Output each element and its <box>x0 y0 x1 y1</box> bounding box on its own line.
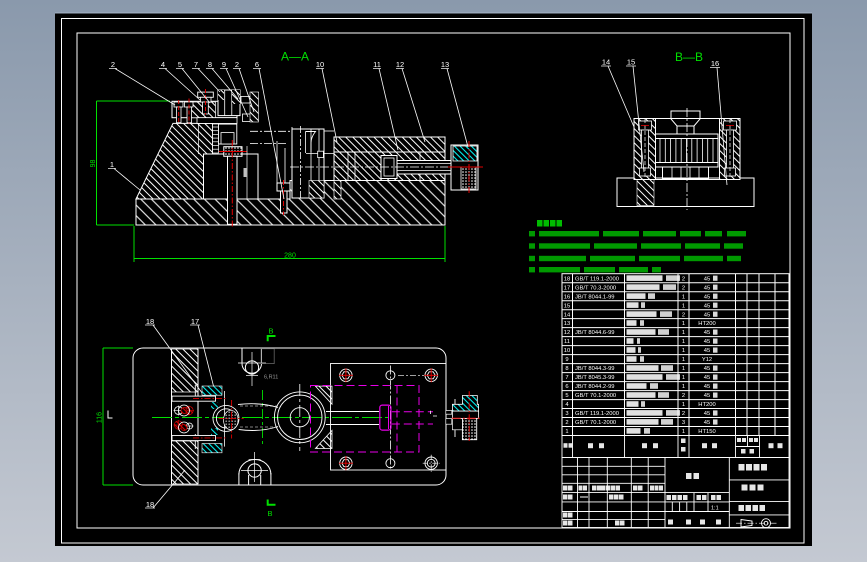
svg-text:GB/T 70.1-2000: GB/T 70.1-2000 <box>575 420 616 426</box>
svg-text:6: 6 <box>565 384 568 390</box>
svg-text:15: 15 <box>564 303 570 309</box>
svg-text:9: 9 <box>565 357 568 363</box>
svg-text:14: 14 <box>602 58 610 67</box>
svg-text:1: 1 <box>682 303 685 309</box>
svg-text:1: 1 <box>682 294 685 300</box>
svg-text:6: 6 <box>255 60 259 69</box>
svg-text:JB/T 8044.2-99: JB/T 8044.2-99 <box>575 384 615 390</box>
svg-text:1: 1 <box>110 160 114 169</box>
svg-text:17: 17 <box>191 317 199 326</box>
svg-text:45: 45 <box>704 393 710 399</box>
svg-text:18: 18 <box>146 500 154 509</box>
svg-text:2: 2 <box>111 60 115 69</box>
svg-text:GB/T 70.1-2000: GB/T 70.1-2000 <box>575 393 616 399</box>
svg-text:1:1: 1:1 <box>711 506 719 512</box>
svg-text:10: 10 <box>564 348 570 354</box>
svg-text:13: 13 <box>441 60 449 69</box>
svg-text:17: 17 <box>564 285 570 291</box>
svg-text:2: 2 <box>682 285 685 291</box>
svg-text:8: 8 <box>208 60 212 69</box>
svg-text:1: 1 <box>682 375 685 381</box>
svg-text:HT150: HT150 <box>698 429 715 435</box>
svg-text:3: 3 <box>565 411 568 417</box>
svg-text:2: 2 <box>682 393 685 399</box>
svg-text:16: 16 <box>711 59 719 68</box>
svg-text:18: 18 <box>146 317 154 326</box>
svg-text:1: 1 <box>682 348 685 354</box>
svg-text:45: 45 <box>704 303 710 309</box>
svg-text:B: B <box>268 327 273 336</box>
svg-text:45: 45 <box>704 285 710 291</box>
svg-text:GB/T 119.1-2000: GB/T 119.1-2000 <box>575 276 619 282</box>
svg-text:JB/T 8044.1-99: JB/T 8044.1-99 <box>575 294 615 300</box>
svg-text:2: 2 <box>682 411 685 417</box>
svg-text:10: 10 <box>316 60 324 69</box>
svg-text:JB/T 8044.6-99: JB/T 8044.6-99 <box>575 330 615 336</box>
svg-text:5: 5 <box>178 60 182 69</box>
svg-text:B—B: B—B <box>675 50 703 64</box>
svg-text:116: 116 <box>97 412 104 423</box>
svg-text:2: 2 <box>565 420 568 426</box>
svg-text:4: 4 <box>161 60 165 69</box>
svg-text:16: 16 <box>564 294 570 300</box>
svg-text:45: 45 <box>704 276 710 282</box>
svg-text:12: 12 <box>396 60 404 69</box>
svg-text:12: 12 <box>564 330 570 336</box>
svg-text:3: 3 <box>682 420 685 426</box>
svg-text:18: 18 <box>564 276 570 282</box>
svg-text:1: 1 <box>682 429 685 435</box>
svg-text:98: 98 <box>90 160 97 168</box>
svg-text:45: 45 <box>704 312 710 318</box>
svg-text:45: 45 <box>704 420 710 426</box>
svg-text:1: 1 <box>682 339 685 345</box>
svg-text:4: 4 <box>565 402 569 408</box>
svg-text:HT200: HT200 <box>698 321 715 327</box>
svg-text:11: 11 <box>373 60 381 69</box>
svg-text:45: 45 <box>704 366 710 372</box>
svg-text:9: 9 <box>222 60 226 69</box>
svg-text:1: 1 <box>565 429 568 435</box>
svg-text:1: 1 <box>682 402 685 408</box>
svg-text:HT200: HT200 <box>698 402 715 408</box>
svg-text:GB/T 119.1-2000: GB/T 119.1-2000 <box>575 411 619 417</box>
svg-text:45: 45 <box>704 411 710 417</box>
svg-text:2: 2 <box>682 276 685 282</box>
svg-text:45: 45 <box>704 330 710 336</box>
svg-text:1: 1 <box>682 384 685 390</box>
svg-text:13: 13 <box>564 321 570 327</box>
svg-text:2: 2 <box>235 60 239 69</box>
svg-text:6,R11: 6,R11 <box>264 375 278 381</box>
svg-text:B: B <box>267 509 272 518</box>
svg-text:5: 5 <box>565 393 568 399</box>
svg-text:45: 45 <box>704 339 710 345</box>
svg-text:45: 45 <box>704 348 710 354</box>
svg-text:280: 280 <box>284 253 296 260</box>
svg-text:1: 1 <box>682 357 685 363</box>
svg-text:Y12: Y12 <box>702 357 712 363</box>
svg-text:15: 15 <box>627 58 635 67</box>
svg-text:1: 1 <box>682 366 685 372</box>
svg-text:1: 1 <box>682 330 685 336</box>
svg-text:JB/T 8045.3-99: JB/T 8045.3-99 <box>575 375 615 381</box>
svg-text:11: 11 <box>564 339 570 345</box>
svg-text:7: 7 <box>565 375 568 381</box>
svg-text:A—A: A—A <box>281 50 309 64</box>
svg-text:14: 14 <box>564 312 571 318</box>
svg-text:45: 45 <box>704 294 710 300</box>
svg-text:2: 2 <box>682 312 685 318</box>
svg-text:7: 7 <box>194 60 198 69</box>
svg-text:45: 45 <box>704 375 710 381</box>
svg-text:1: 1 <box>682 321 685 327</box>
svg-text:JB/T 8044.3-99: JB/T 8044.3-99 <box>575 366 615 372</box>
svg-text:GB/T 70.3-2000: GB/T 70.3-2000 <box>575 285 616 291</box>
svg-text:45: 45 <box>704 384 710 390</box>
svg-text:8: 8 <box>565 366 568 372</box>
